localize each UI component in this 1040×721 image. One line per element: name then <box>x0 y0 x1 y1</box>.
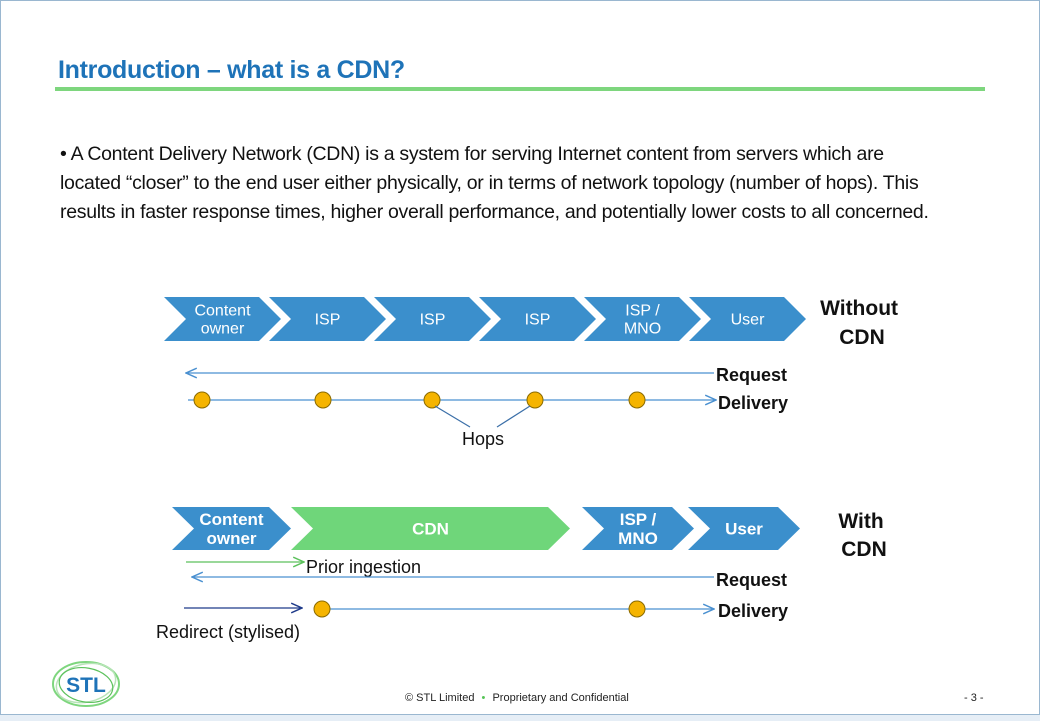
without-cdn-label: Without CDN <box>820 297 904 349</box>
bullet-line: • A Content Delivery Network (CDN) is a … <box>60 143 884 165</box>
redirect-label: Redirect (stylised) <box>156 622 300 642</box>
stl-logo: STL <box>52 661 120 707</box>
hop-dot <box>313 600 331 618</box>
chevron-label: ISP <box>420 312 446 329</box>
bullet-line: located “closer” to the end user either … <box>60 172 919 194</box>
title-underline <box>55 87 985 91</box>
chevron-label: ISP <box>525 312 551 329</box>
chevron-label: User <box>731 312 765 329</box>
copyright-symbol: © <box>405 692 414 704</box>
bullet-line: results in faster response times, higher… <box>60 201 929 223</box>
hops-label: Hops <box>462 429 504 449</box>
footer-confidentiality: Proprietary and Confidential <box>492 692 629 704</box>
prior-ingestion-label: Prior ingestion <box>306 557 421 577</box>
hop-dots <box>193 391 646 409</box>
hop-dots <box>313 600 646 618</box>
hop-dot <box>526 391 544 409</box>
request-label: Request <box>716 365 787 385</box>
chevron-content-owner <box>164 297 281 341</box>
with-cdn-label: With CDN <box>838 510 889 561</box>
stl-logo-text: STL <box>66 674 106 697</box>
chevron-user <box>689 297 806 341</box>
chevron-label: User <box>725 519 763 538</box>
chevron-isp-mno <box>582 507 694 550</box>
chevron-isp-mno <box>584 297 701 341</box>
hop-dot <box>628 600 646 618</box>
chevron-cdn <box>291 507 570 550</box>
hops-pointer-right <box>496 405 531 428</box>
request-label: Request <box>716 570 787 590</box>
delivery-label: Delivery <box>718 393 788 413</box>
footer-company: STL Limited <box>416 692 475 704</box>
hop-dot <box>193 391 211 409</box>
hop-dot <box>423 391 441 409</box>
chevron-content-owner <box>172 507 291 550</box>
bullet-text: • A Content Delivery Network (CDN) is a … <box>60 140 1000 227</box>
hops-pointer-left <box>434 405 471 428</box>
slide-title: Introduction – what is a CDN? <box>58 56 405 84</box>
chevron-isp <box>479 297 596 341</box>
chevron-label: ISP /MNO <box>624 303 661 338</box>
page-number: - 3 - <box>964 692 984 704</box>
chevron-label: ISP <box>315 312 341 329</box>
footer-center: © STL Limited • Proprietary and Confiden… <box>405 692 629 704</box>
bottom-rule <box>0 714 1040 721</box>
chevron-label: ISP /MNO <box>618 510 658 548</box>
chevron-isp <box>374 297 491 341</box>
footer-separator: • <box>481 692 486 704</box>
delivery-label: Delivery <box>718 601 788 621</box>
chevron-isp <box>269 297 386 341</box>
chevron-label: CDN <box>412 519 449 538</box>
chevron-user <box>688 507 800 550</box>
hop-dot <box>628 391 646 409</box>
hop-dot <box>314 391 332 409</box>
